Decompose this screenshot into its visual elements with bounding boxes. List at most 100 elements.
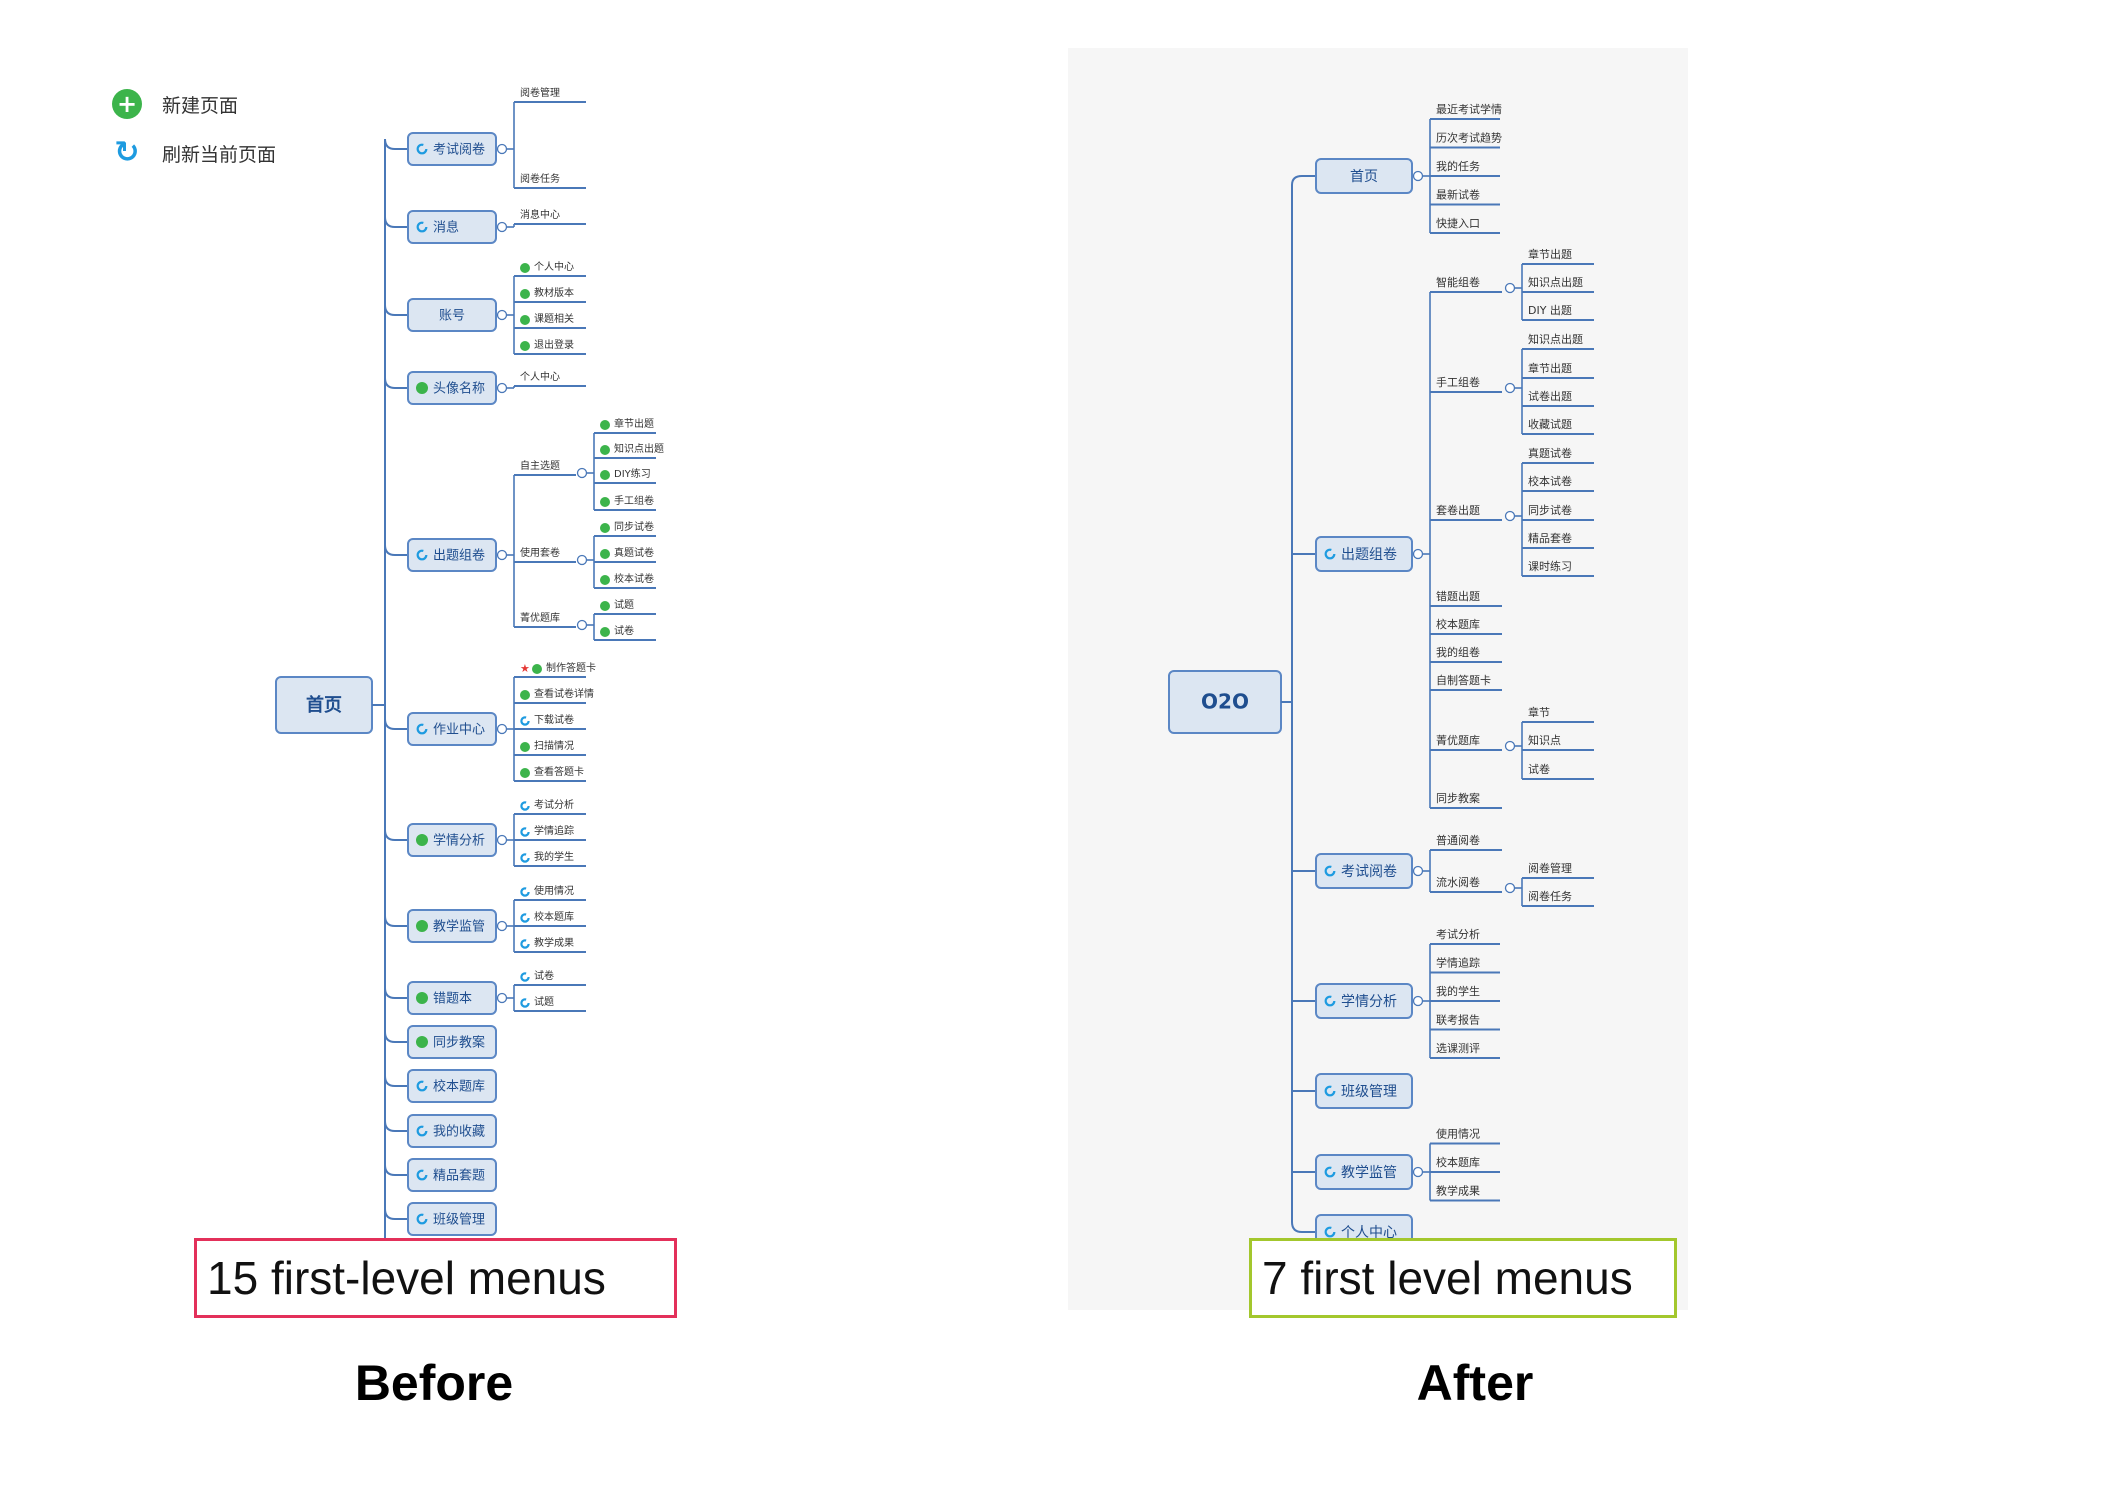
after-grand-0-1: 知识点出题: [1528, 275, 1583, 289]
collapse-toggle: [496, 221, 508, 233]
plus-dot-icon: [520, 263, 530, 273]
after-heading: After: [1416, 1355, 1534, 1411]
plus-dot-icon: [600, 445, 610, 455]
before-sub-1: 使用套卷: [520, 546, 560, 559]
plus-dot-icon: [600, 575, 610, 585]
refresh-icon: ↻: [114, 135, 140, 170]
collapse-toggle: [576, 467, 588, 479]
plus-dot-icon: [600, 523, 610, 533]
after-leaf-5-2: 教学成果: [1436, 1184, 1480, 1198]
collapse-toggle: [496, 920, 508, 932]
before-menu-13-label: 班级管理: [433, 1213, 485, 1228]
collapse-toggle: [1504, 510, 1516, 522]
collapse-toggle: [1504, 882, 1516, 894]
plus-dot-icon: [416, 920, 428, 932]
collapse-toggle: [576, 619, 588, 631]
before-menu-3-box: [407, 371, 497, 405]
after-sub-2-0: 普通阅卷: [1436, 833, 1480, 847]
refresh-dot-icon: [520, 827, 530, 837]
before-menu-7-box: [407, 909, 497, 943]
menu-connector: [384, 377, 408, 389]
menu-connector: [384, 1208, 408, 1220]
before-leaf-8-1: 试题: [534, 995, 554, 1008]
before-leaf-6-2: 我的学生: [534, 850, 574, 863]
after-menu-2-label: 考试阅卷: [1341, 864, 1397, 880]
after-grand-7-1: 知识点: [1528, 733, 1561, 747]
before-leaf-1-0: 消息中心: [520, 208, 560, 221]
new-page-label: 新建页面: [162, 94, 239, 117]
collapse-toggle: [1412, 995, 1424, 1007]
after-grand-2-3: 精品套卷: [1528, 531, 1572, 545]
plus-dot-icon: [416, 992, 428, 1004]
after-menu-0-label: 首页: [1350, 169, 1378, 185]
before-leaf-2-2: 课题相关: [534, 312, 574, 325]
before-grand-2-1: 试卷: [614, 624, 634, 637]
after-menu-0-box: [1315, 158, 1413, 194]
plus-dot-icon: [416, 382, 428, 394]
before-menu-11-label: 我的收藏: [433, 1124, 485, 1140]
refresh-dot-icon: [1324, 1166, 1336, 1178]
after-leaf-3-2: 我的学生: [1436, 984, 1480, 998]
menu-connector: [384, 216, 408, 228]
before-grand-2-0: 试题: [614, 598, 634, 611]
after-sub-3: 错题出题: [1436, 589, 1480, 603]
before-leaf-2-0: 个人中心: [534, 260, 574, 273]
menu-connector: [384, 829, 408, 841]
before-leaf-3-0: 个人中心: [520, 370, 560, 383]
before-menu-8-box: [407, 981, 497, 1015]
refresh-dot-icon: [1324, 995, 1336, 1007]
before-caption: 15 first-level menus: [194, 1238, 677, 1318]
refresh-dot-icon: [1324, 548, 1336, 560]
before-menu-9-label: 同步教案: [433, 1035, 485, 1051]
menu-connector: [384, 987, 408, 999]
before-menu-1-label: 消息: [433, 220, 459, 236]
collapse-toggle: [496, 309, 508, 321]
before-grand-1-2: 校本试卷: [614, 572, 654, 585]
after-sub-2-1: 流水阅卷: [1436, 875, 1480, 889]
before-menu-6-label: 学情分析: [433, 833, 485, 849]
before-grand-0-2: DIY练习: [614, 467, 651, 480]
star-icon: ★: [520, 662, 530, 675]
before-grand-1-1: 真题试卷: [614, 546, 654, 559]
after-grand-0-2: DIY 出题: [1528, 303, 1572, 317]
before-menu-9-box: [407, 1025, 497, 1059]
refresh-dot-icon: [520, 939, 530, 949]
before-heading: Before: [354, 1355, 514, 1411]
refresh-dot-icon: [520, 853, 530, 863]
after-sub-1: 手工组卷: [1436, 375, 1480, 389]
before-menu-10-label: 校本题库: [433, 1079, 485, 1095]
before-menu-13-box: [407, 1202, 497, 1236]
refresh-dot-icon: [1324, 865, 1336, 877]
before-menu-11-box: [407, 1114, 497, 1148]
after-menu-1-label: 出题组卷: [1341, 547, 1397, 563]
refresh-dot-icon: [416, 143, 428, 155]
before-leaf-5-3: 扫描情况: [534, 739, 574, 752]
refresh-page-action[interactable]: ↻ 刷新当前页面: [112, 138, 276, 168]
after-grand-2-0: 真题试卷: [1528, 446, 1572, 460]
after-mindmap: O2O首页最近考试学情历次考试趋势我的任务最新试卷快捷入口出题组卷智能组卷章节出…: [1168, 102, 1594, 1250]
menu-connector: [1291, 1221, 1316, 1233]
refresh-dot-icon: [416, 1125, 428, 1137]
plus-dot-icon: [600, 601, 610, 611]
after-grand-2-1: 阅卷任务: [1528, 889, 1572, 903]
new-page-action[interactable]: + 新建页面: [112, 89, 238, 119]
before-grand-0-0: 章节出题: [614, 417, 654, 430]
collapse-toggle: [1504, 282, 1516, 294]
before-menu-2-box: [407, 298, 497, 332]
before-menu-10-box: [407, 1069, 497, 1103]
after-leaf-0-1: 历次考试趋势: [1436, 131, 1502, 145]
menu-connector: [1291, 175, 1316, 186]
after-grand-2-2: 同步试卷: [1528, 503, 1572, 517]
collapse-toggle: [1504, 740, 1516, 752]
before-menu-2-label: 账号: [439, 309, 465, 324]
after-sub-6: 自制答题卡: [1436, 673, 1491, 687]
before-menu-4-label: 出题组卷: [433, 548, 485, 564]
before-leaf-7-1: 校本题库: [534, 910, 574, 923]
after-menu-3-label: 学情分析: [1341, 994, 1397, 1010]
menu-connector: [384, 1120, 408, 1132]
before-menu-0-label: 考试阅卷: [433, 142, 485, 158]
after-leaf-0-2: 我的任务: [1436, 159, 1480, 173]
after-leaf-3-0: 考试分析: [1436, 927, 1480, 941]
collapse-toggle: [1412, 865, 1424, 877]
